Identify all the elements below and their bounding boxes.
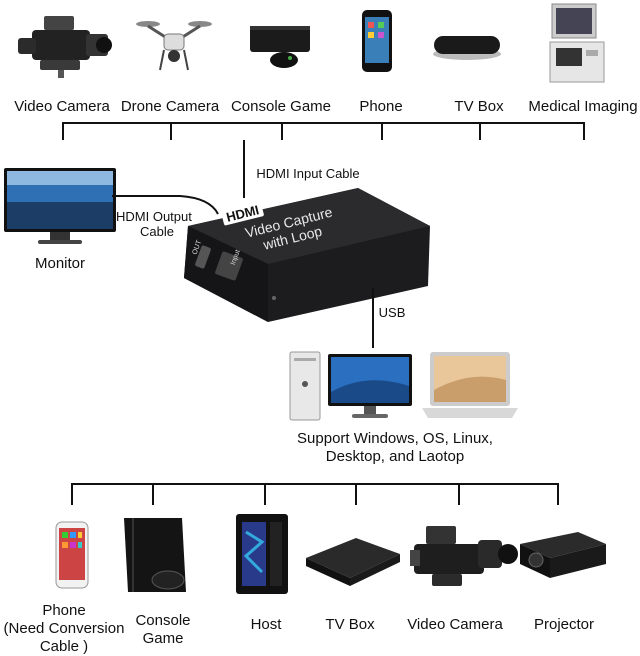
usb-label: USB (378, 305, 406, 320)
tv-box-icon (430, 28, 504, 62)
tv-box-label: TV Box (454, 98, 504, 115)
phone-label: Phone (359, 98, 403, 115)
bottom-bus-line (71, 483, 558, 485)
bottom-video-camera-label: Video Camera (407, 616, 503, 633)
top-drop-6 (583, 122, 585, 140)
usb-cable-line (372, 288, 374, 348)
video-camera-label: Video Camera (14, 98, 110, 115)
top-drop-2 (170, 122, 172, 140)
hdmi-output-line2: Cable (140, 224, 174, 239)
bottom-drop-2 (152, 483, 154, 505)
hdmi-output-cable-label: HDMI Output Cable (116, 209, 192, 239)
projector-icon (516, 526, 608, 582)
host-label: Host (250, 616, 282, 633)
bottom-phone-line2: (Need Conversion (3, 620, 125, 637)
console-game-label: Console Game (230, 98, 332, 115)
medical-imaging-icon (548, 2, 606, 84)
laptop-icon (420, 350, 520, 422)
console-icon (246, 20, 316, 72)
bottom-console-icon (120, 514, 196, 596)
bottom-phone-icon (54, 520, 90, 590)
bottom-phone-line1: Phone (42, 602, 86, 619)
hdmi-input-cable-label: HDMI Input Cable (256, 166, 360, 181)
hdmi-output-cable-line (112, 195, 219, 215)
host-pc-icon (232, 512, 294, 596)
bottom-drop-1 (71, 483, 73, 505)
drone-camera-label: Drone Camera (120, 98, 220, 115)
hdmi-output-line1: HDMI Output (116, 209, 192, 224)
bottom-console-line1: Console (135, 612, 191, 629)
support-line1: Support Windows, OS, Linux, (297, 430, 493, 447)
phone-icon (360, 8, 396, 74)
bottom-drop-3 (264, 483, 266, 505)
projector-label: Projector (533, 616, 595, 633)
top-drop-5 (479, 122, 481, 140)
bottom-drop-4 (355, 483, 357, 505)
top-drop-4 (381, 122, 383, 140)
top-drop-3 (281, 122, 283, 140)
monitor-icon (2, 166, 118, 250)
bottom-phone-label: Phone (Need Conversion Cable ) (4, 602, 125, 656)
hdmi-input-cable-line (243, 140, 245, 198)
pc-tower-icon (288, 350, 322, 422)
medical-imaging-label: Medical Imaging (528, 98, 638, 115)
support-line2: Desktop, and Laotop (325, 448, 465, 465)
capture-device (178, 186, 436, 326)
top-drop-1 (62, 122, 64, 140)
bottom-tv-box-icon (302, 530, 404, 590)
support-text: Support Windows, OS, Linux, Desktop, and… (297, 430, 493, 466)
bottom-console-label: Console Game (135, 612, 190, 648)
bottom-tv-box-label: TV Box (325, 616, 375, 633)
bottom-phone-line3: Cable ) (39, 638, 89, 655)
bottom-drop-5 (458, 483, 460, 505)
video-camera-icon (14, 8, 114, 80)
drone-icon (134, 10, 214, 76)
bottom-drop-6 (557, 483, 559, 505)
desktop-monitor-icon (326, 352, 414, 422)
bottom-console-line2: Game (142, 630, 184, 647)
top-bus-line (62, 122, 585, 124)
bottom-video-camera-icon (408, 514, 520, 590)
monitor-label: Monitor (34, 255, 86, 272)
